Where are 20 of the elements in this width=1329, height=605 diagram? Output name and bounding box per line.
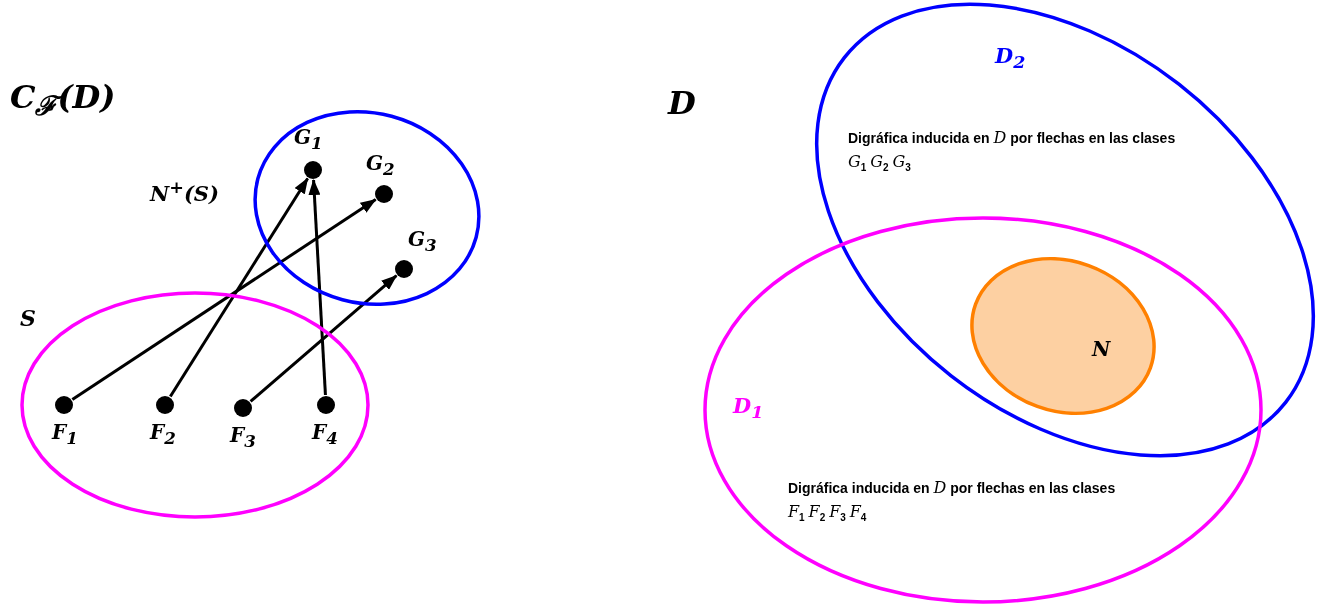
arrow: [249, 274, 398, 403]
vertex-label: G$_{3}$: [408, 228, 437, 255]
set-label: S: [20, 306, 36, 331]
panel-heading: C$_{ℱ}$(D): [10, 80, 116, 121]
arrow: [308, 179, 327, 396]
set-label: D$_{2}$: [995, 44, 1026, 73]
panel-heading: D: [668, 86, 696, 122]
arrow: [169, 177, 309, 398]
vertex-label: F$_{2}$: [150, 421, 176, 448]
set-label: N: [1092, 338, 1111, 360]
arrow: [71, 198, 377, 401]
vertex-label: F$_{3}$: [230, 424, 256, 451]
vertex-label: G$_{2}$: [366, 152, 395, 179]
vertex-label: F$_{1}$: [52, 421, 78, 448]
vertex-label: G$_{1}$: [294, 126, 323, 153]
set-label: N$^{+}$(S): [150, 178, 219, 206]
description-text: Digráfica inducida en D por flechas en las clases F$_{1}$ F$_{2}$ F$_{3}$ F$_{4}$: [788, 477, 1117, 525]
set-label: D$_{1}$: [733, 394, 764, 423]
vertex-label: F$_{4}$: [312, 421, 338, 448]
description-text: Digráfica inducida en D por flechas en las clases G$_{1}$ G$_{2}$ G$_{3}$: [848, 127, 1177, 175]
